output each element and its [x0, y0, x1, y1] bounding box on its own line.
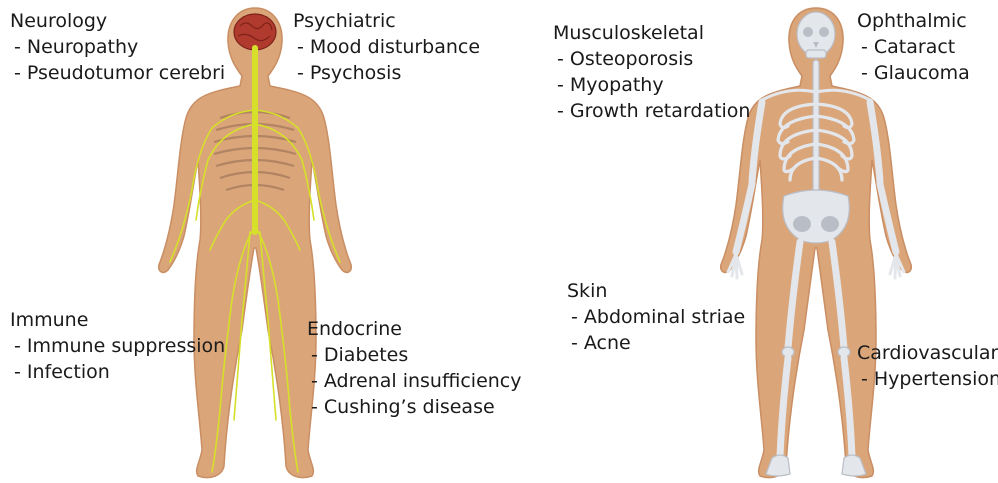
- skin-item: - Abdominal striae: [567, 304, 745, 330]
- cardiovascular-heading: Cardiovascular: [857, 340, 998, 366]
- endocrine-item: - Cushing’s disease: [307, 394, 521, 420]
- musculoskeletal-heading: Musculoskeletal: [553, 20, 750, 46]
- skin-heading: Skin: [567, 278, 745, 304]
- psychiatric-item: - Mood disturbance: [293, 34, 480, 60]
- immune-item: - Infection: [10, 359, 225, 385]
- endocrine-item: - Diabetes: [307, 342, 521, 368]
- ophthalmic-item: - Cataract: [857, 34, 970, 60]
- neurology-label-group: Neurology - Neuropathy - Pseudotumor cer…: [10, 8, 225, 86]
- musculoskeletal-item: - Growth retardation: [553, 98, 750, 124]
- neurology-heading: Neurology: [10, 8, 225, 34]
- brain: [234, 14, 276, 50]
- endocrine-item: - Adrenal insufficiency: [307, 368, 521, 394]
- psychiatric-heading: Psychiatric: [293, 8, 480, 34]
- skin-label-group: Skin - Abdominal striae - Acne: [567, 278, 745, 356]
- cardiovascular-item: - Hypertension: [857, 366, 998, 392]
- musculoskeletal-label-group: Musculoskeletal - Osteoporosis - Myopath…: [553, 20, 750, 124]
- ophthalmic-heading: Ophthalmic: [857, 8, 970, 34]
- immune-heading: Immune: [10, 307, 225, 333]
- ophthalmic-item: - Glaucoma: [857, 60, 970, 86]
- neurology-item: - Pseudotumor cerebri: [10, 60, 225, 86]
- endocrine-heading: Endocrine: [307, 316, 521, 342]
- immune-label-group: Immune - Immune suppression - Infection: [10, 307, 225, 385]
- cardiovascular-label-group: Cardiovascular - Hypertension: [857, 340, 998, 392]
- immune-item: - Immune suppression: [10, 333, 225, 359]
- neurology-item: - Neuropathy: [10, 34, 225, 60]
- skin-item: - Acne: [567, 330, 745, 356]
- psychiatric-item: - Psychosis: [293, 60, 480, 86]
- ophthalmic-label-group: Ophthalmic - Cataract - Glaucoma: [857, 8, 970, 86]
- endocrine-label-group: Endocrine - Diabetes - Adrenal insuffici…: [307, 316, 521, 420]
- musculoskeletal-item: - Myopathy: [553, 72, 750, 98]
- psychiatric-label-group: Psychiatric - Mood disturbance - Psychos…: [293, 8, 480, 86]
- musculoskeletal-item: - Osteoporosis: [553, 46, 750, 72]
